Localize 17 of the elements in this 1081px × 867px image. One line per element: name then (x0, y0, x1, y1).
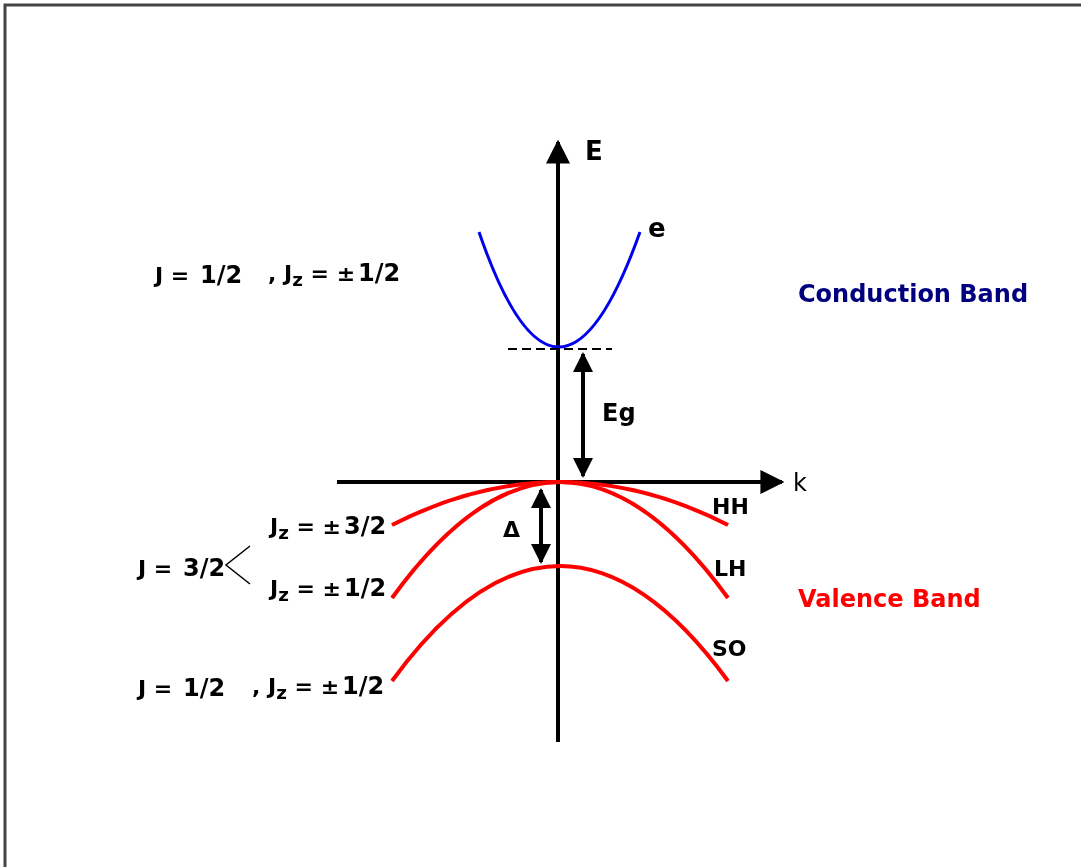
quantum-number-label: J = 1/2 (155, 263, 243, 287)
curve-label: LH (714, 558, 747, 580)
gap-label: Δ (503, 519, 521, 541)
curve-label: e (648, 215, 666, 241)
quantum-number-label: , J$_{z}$ = ±1/2 (268, 260, 401, 290)
gap-label: Eg (602, 401, 636, 425)
axis-label: E (585, 138, 603, 164)
curve-label: HH (712, 496, 749, 518)
band-label: Conduction Band (798, 282, 1029, 306)
quantum-number-label: J$_{z}$ = ±1/2 (270, 575, 387, 605)
curve-label: SO (712, 638, 747, 660)
quantum-number-label: J = 3/2 (138, 556, 226, 580)
band-label: Valence Band (798, 587, 981, 611)
quantum-number-label: J = 1/2 (138, 676, 226, 700)
axis-label: k (793, 471, 807, 495)
quantum-number-label: J$_{z}$ = ±3/2 (270, 513, 387, 543)
quantum-number-label: , J$_{z}$ = ±1/2 (252, 673, 385, 703)
